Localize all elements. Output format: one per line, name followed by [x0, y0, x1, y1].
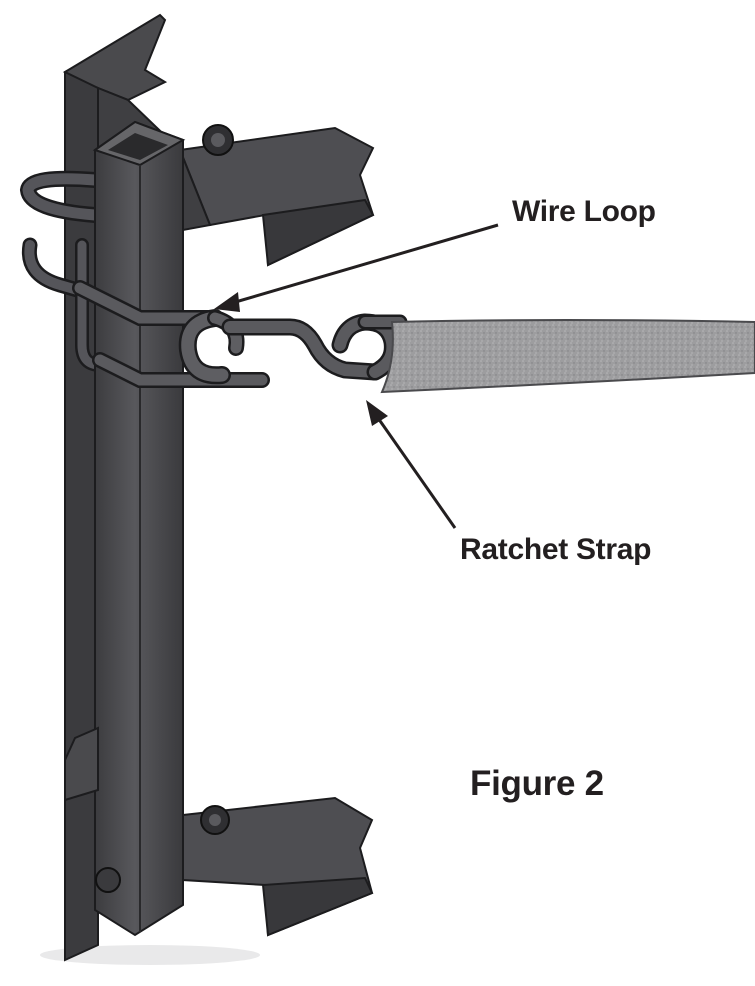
ratchet-strap-label: Ratchet Strap	[460, 533, 652, 566]
ratchet-strap-hook	[221, 313, 408, 381]
upper-u-loop	[19, 170, 103, 223]
wire-loop-label: Wire Loop	[512, 195, 656, 228]
top-bolt-icon	[202, 124, 234, 156]
bottom-bolt-icon	[200, 805, 230, 835]
figure-caption: Figure 2	[470, 764, 604, 803]
side-bolt-bottom-icon	[95, 867, 121, 893]
rear-post	[64, 53, 99, 962]
floor-shadow	[40, 945, 260, 965]
ratchet-strap-arrow-icon	[366, 400, 457, 529]
front-post	[92, 120, 186, 937]
bottom-angle-bracket	[64, 726, 374, 937]
ratchet-strap-fabric	[380, 319, 755, 394]
wire-loop-arrow-icon	[214, 223, 499, 312]
